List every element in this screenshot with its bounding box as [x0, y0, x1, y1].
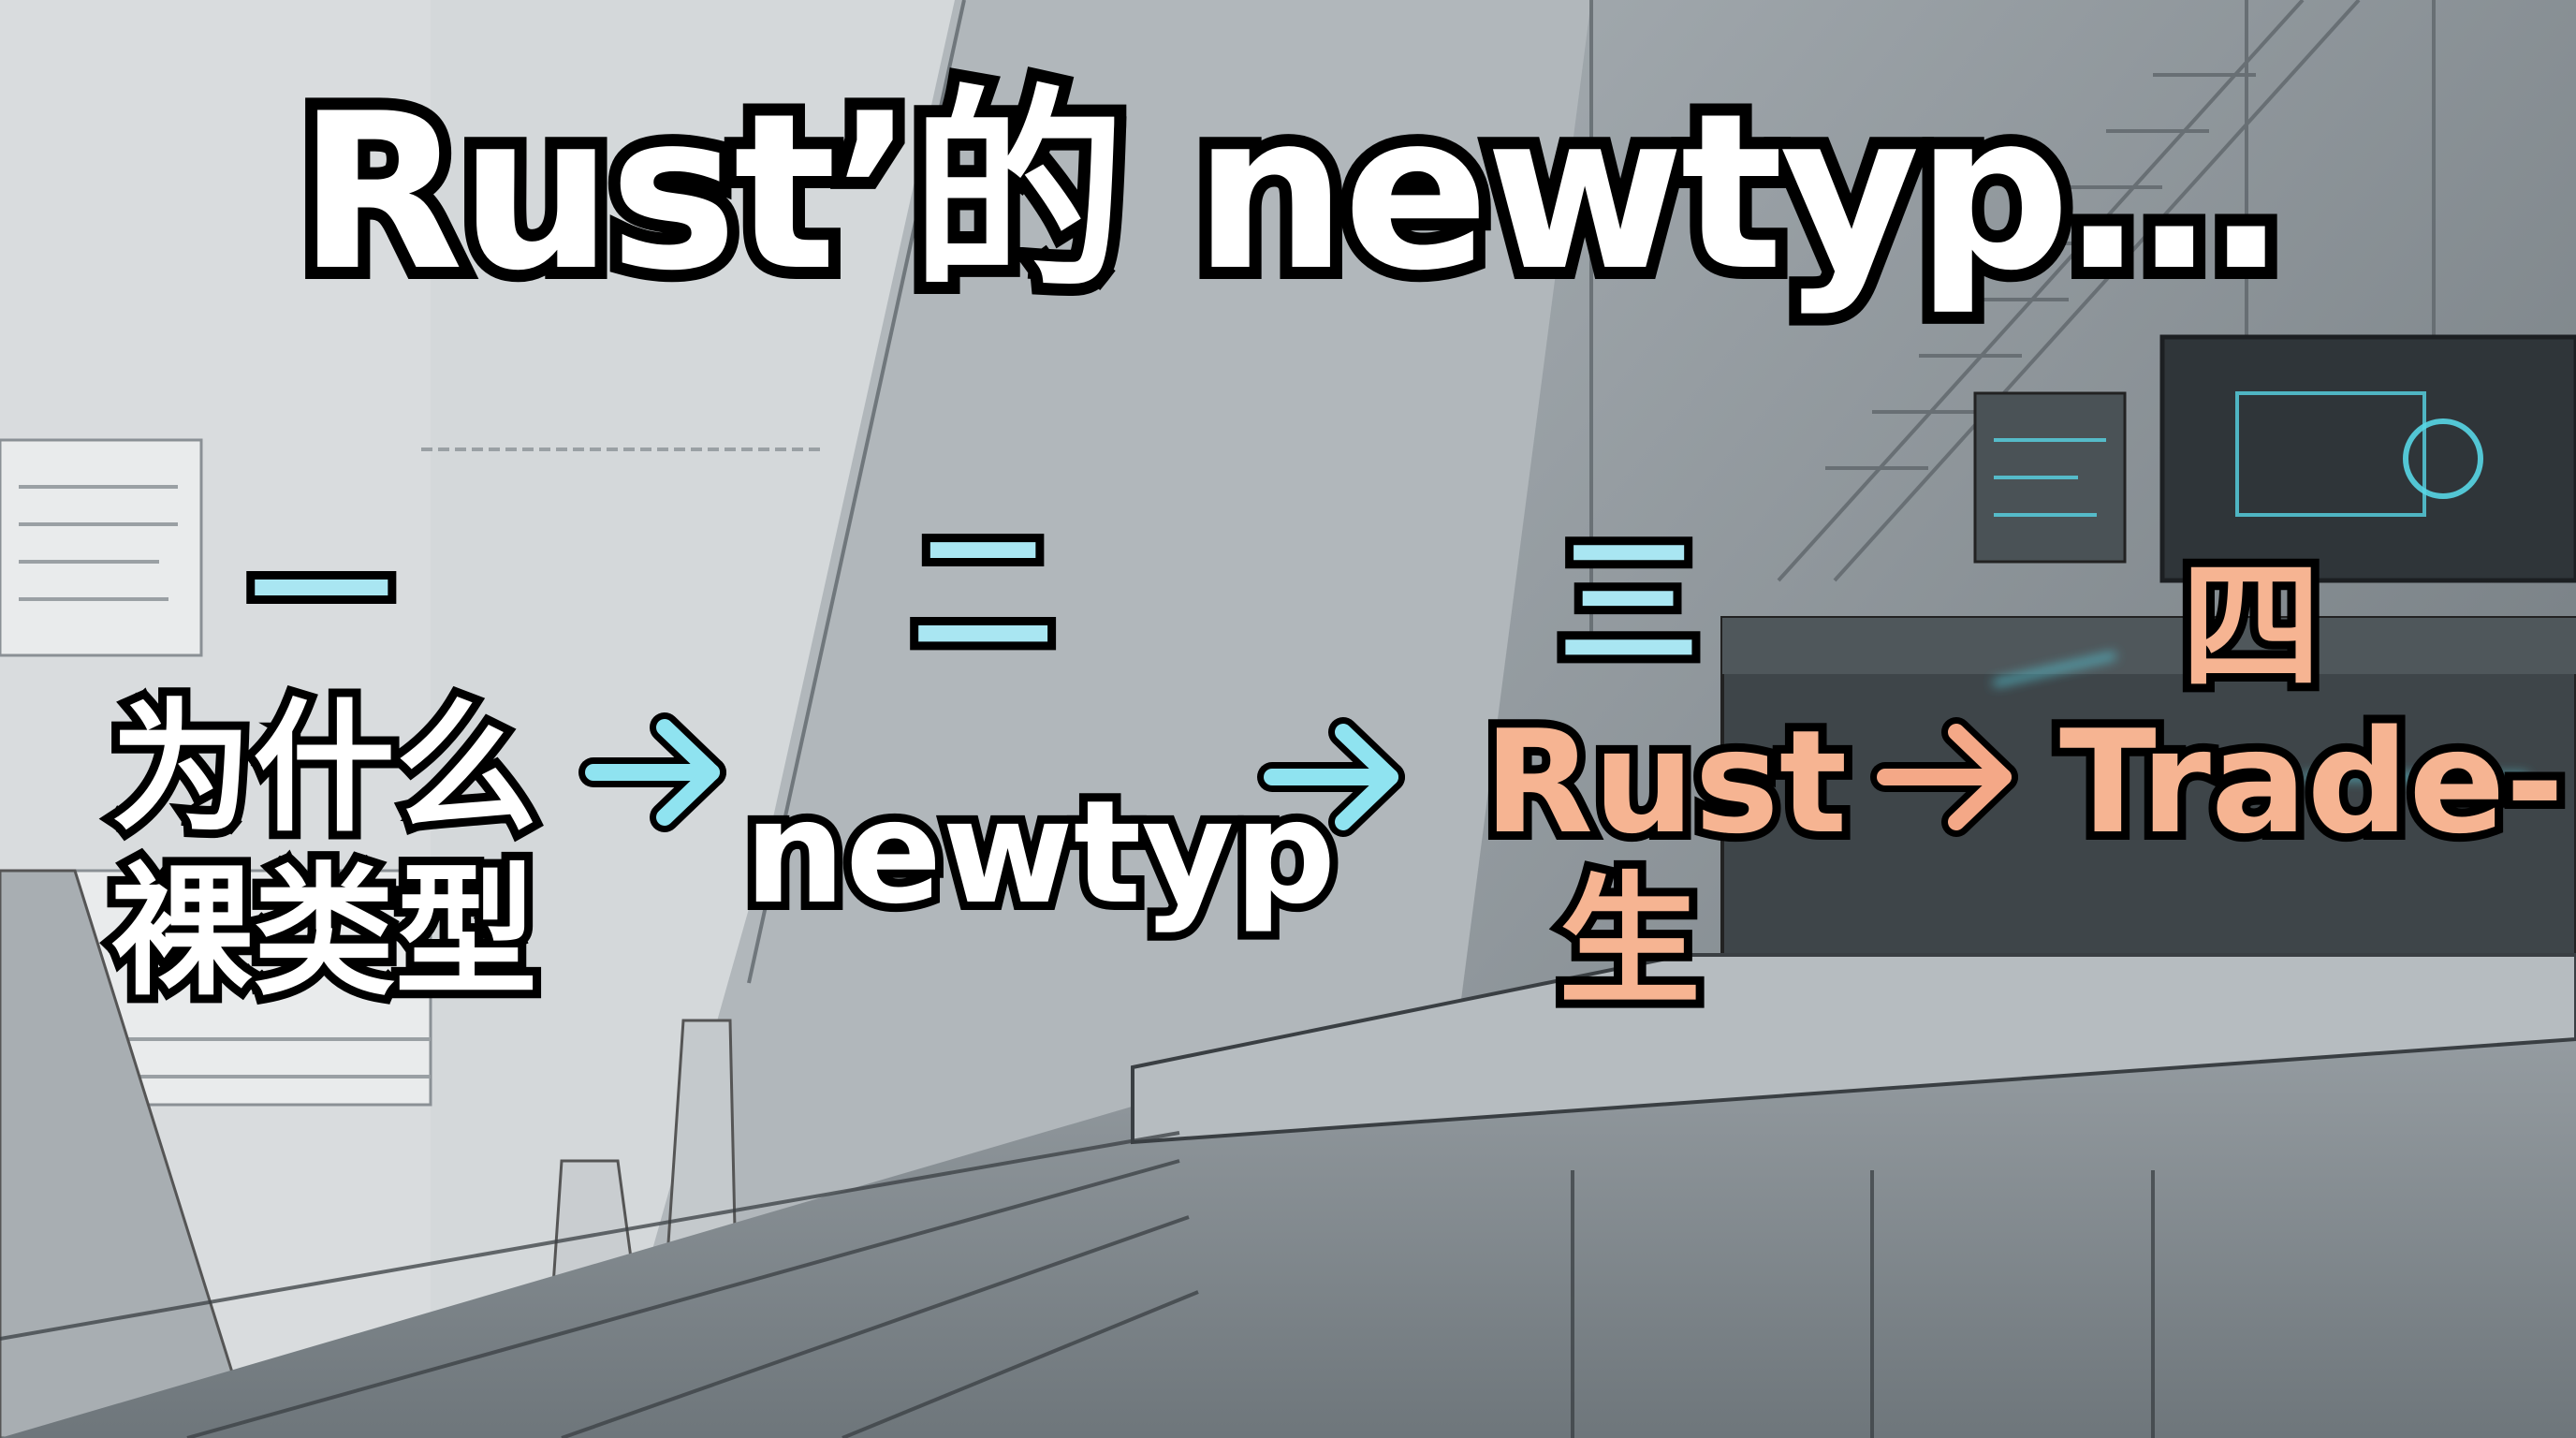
arrow-right-icon — [578, 712, 726, 832]
step-3-text-line-1: Rust — [1475, 699, 1855, 865]
step-3-text-line-2: 生 — [1550, 858, 1709, 1024]
step-2-number: 二 — [904, 513, 1061, 676]
step-1-text-line-1: 为什么 — [102, 685, 546, 851]
step-4-number: 四 — [2173, 546, 2330, 709]
step-4-text-line-1: Trade- — [2051, 699, 2572, 865]
arrow-right-icon — [1870, 717, 2018, 837]
step-3-number: 三 — [1550, 522, 1707, 685]
step-1-number: 一 — [242, 513, 400, 676]
step-1-text-line-2: 裸类型 — [102, 849, 546, 1015]
page-title: Rust’的 newtyp… — [285, 68, 2294, 318]
arrow-right-icon — [1257, 717, 1405, 837]
step-2-text-line-1: newtyp — [736, 770, 1344, 935]
